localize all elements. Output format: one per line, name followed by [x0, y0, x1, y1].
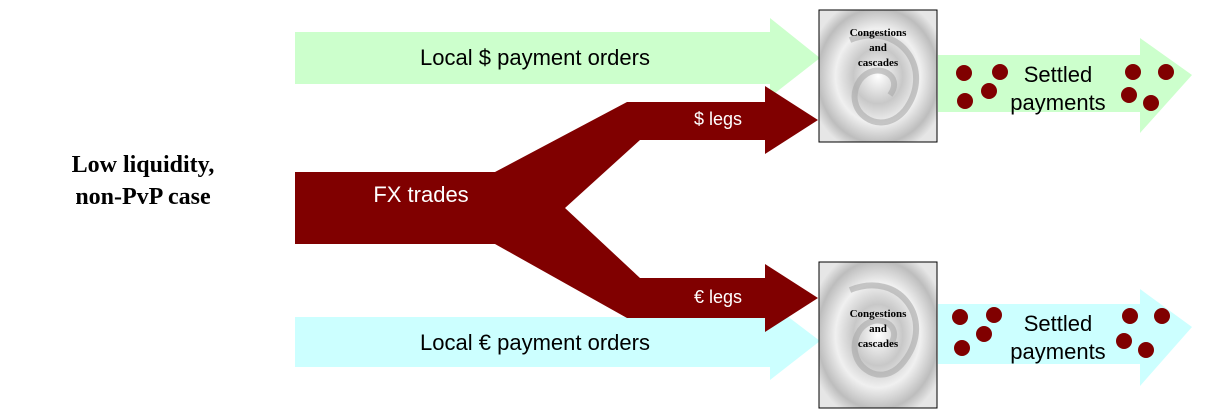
payment-dot [1154, 308, 1170, 324]
payment-dot [1143, 95, 1159, 111]
case-label-line2: non-PvP case [75, 184, 211, 210]
eur-legs-label: € legs [694, 287, 742, 307]
case-label-line1: Low liquidity, [72, 152, 215, 178]
payment-dot [976, 326, 992, 342]
eur-local-arrow [295, 303, 820, 380]
settled-dots-bottom [952, 307, 1170, 358]
settled-dots-top [956, 64, 1174, 111]
eur-local-label: Local € payment orders [420, 330, 650, 355]
payment-dot [986, 307, 1002, 323]
congestion-box-bottom: Congestions and cascades [818, 261, 938, 409]
usd-legs-label: $ legs [694, 109, 742, 129]
congestion-box-top: Congestions and cascades [818, 9, 938, 143]
box-top-line3: cascades [858, 57, 899, 69]
settled-bottom-line2: payments [1010, 339, 1105, 364]
settled-output-arrow-bottom [938, 289, 1192, 386]
box-bottom-line3: cascades [858, 338, 899, 350]
payment-dot [992, 64, 1008, 80]
payment-dot [952, 309, 968, 325]
payment-dot [1158, 64, 1174, 80]
settled-output-arrow-top [938, 38, 1192, 133]
box-top-line2: and [869, 42, 887, 54]
usd-local-arrow [295, 18, 820, 97]
payment-dot [954, 340, 970, 356]
payment-dot [1116, 333, 1132, 349]
box-bottom-line2: and [869, 323, 887, 335]
box-bottom-line1: Congestions [850, 308, 908, 320]
payment-dot [957, 93, 973, 109]
settled-top-line1: Settled [1024, 62, 1093, 87]
usd-local-label: Local $ payment orders [420, 45, 650, 70]
payment-dot [981, 83, 997, 99]
settled-bottom-line1: Settled [1024, 311, 1093, 336]
box-top-line1: Congestions [850, 27, 908, 39]
settled-top-line2: payments [1010, 90, 1105, 115]
payment-dot [1138, 342, 1154, 358]
payment-dot [1122, 308, 1138, 324]
fx-trades-arrow [295, 86, 818, 332]
fx-trades-label: FX trades [373, 182, 468, 207]
payment-dot [1121, 87, 1137, 103]
payment-dot [956, 65, 972, 81]
payment-dot [1125, 64, 1141, 80]
